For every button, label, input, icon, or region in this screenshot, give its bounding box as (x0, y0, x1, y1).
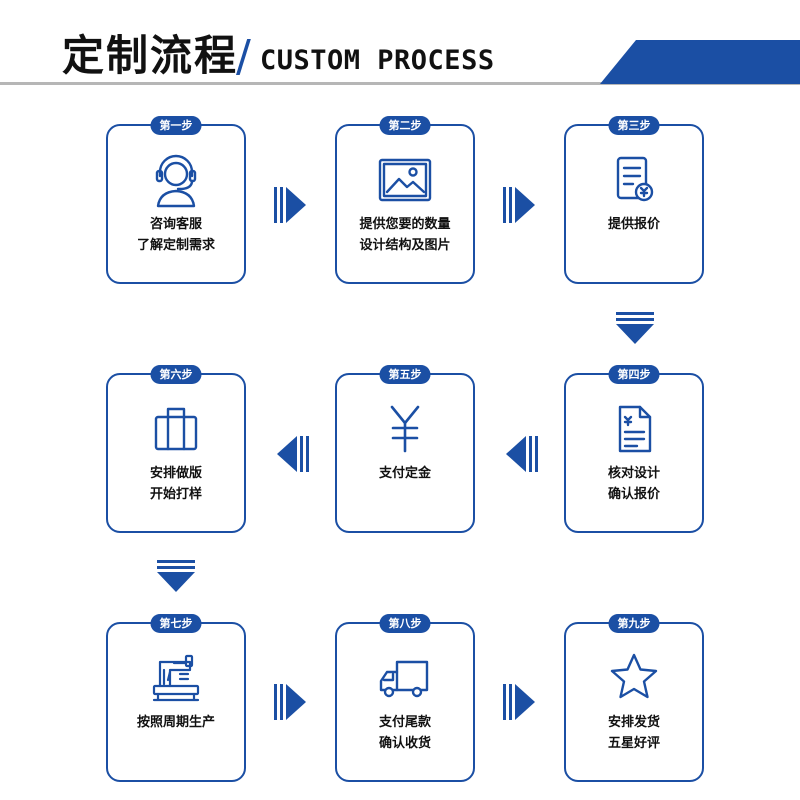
header-divider (0, 82, 800, 85)
step-text-line-2: 确认报价 (607, 487, 660, 502)
quote-document-icon (604, 152, 664, 208)
step-text-line-1: 安排做版 (149, 466, 202, 481)
step-badge: 第五步 (379, 365, 431, 384)
sewing-machine-icon (146, 650, 206, 706)
step-text-line-1: 安排发货 (607, 715, 660, 730)
arrow-down-icon (614, 312, 656, 346)
step-card-7: 第七步 按照周期生产 (106, 614, 246, 782)
step-description: 提供报价 (566, 214, 702, 235)
step-text-line-2: 了解定制需求 (136, 238, 215, 253)
step-badge: 第一步 (150, 116, 202, 135)
invoice-icon (604, 401, 664, 457)
customer-service-icon (146, 152, 206, 208)
arrow-right-icon (274, 682, 308, 722)
step-card-2: 第二步 提供您要的数量 设计结构及图片 (335, 116, 475, 284)
header-accent-shape (600, 40, 800, 84)
step-card-6: 第六步 安排做版 开始打样 (106, 365, 246, 533)
step-text-line-1: 咨询客服 (149, 217, 202, 232)
step-text-line-1: 支付尾款 (378, 715, 431, 730)
step-description: 咨询客服 了解定制需求 (108, 214, 244, 256)
page-title: 定制流程 (62, 31, 239, 80)
step-description: 按照周期生产 (108, 712, 244, 733)
step-text-line-1: 按照周期生产 (136, 715, 215, 730)
step-badge: 第九步 (608, 614, 660, 633)
arrow-right-icon (503, 185, 537, 225)
step-card-3: 第三步 提供报价 (564, 116, 704, 284)
bag-icon (146, 401, 206, 457)
step-text-line-2: 设计结构及图片 (359, 238, 451, 253)
arrow-right-icon (274, 185, 308, 225)
step-text-line-2: 开始打样 (149, 487, 202, 502)
step-card-1: 第一步 咨询客服 了解定制需求 (106, 116, 246, 284)
arrow-left-icon (275, 434, 309, 474)
step-description: 提供您要的数量 设计结构及图片 (337, 214, 473, 256)
step-badge: 第四步 (608, 365, 660, 384)
step-text-line-1: 提供报价 (607, 217, 660, 232)
step-description: 安排做版 开始打样 (108, 463, 244, 505)
yuan-icon (375, 401, 435, 457)
step-text-line-2: 确认收货 (378, 736, 431, 751)
title-separator: / (236, 31, 251, 82)
delivery-truck-icon (375, 650, 435, 706)
arrow-down-icon (155, 560, 197, 594)
step-text-line-1: 提供您要的数量 (359, 217, 451, 232)
step-card-4: 第四步 核对设计 确认报价 (564, 365, 704, 533)
step-description: 支付尾款 确认收货 (337, 712, 473, 754)
step-description: 支付定金 (337, 463, 473, 484)
page-subtitle: CUSTOM PROCESS (260, 45, 495, 76)
step-text-line-2: 五星好评 (607, 736, 660, 751)
step-description: 安排发货 五星好评 (566, 712, 702, 754)
step-card-9: 第九步 安排发货 五星好评 (564, 614, 704, 782)
arrow-left-icon (504, 434, 538, 474)
step-badge: 第八步 (379, 614, 431, 633)
step-card-8: 第八步 支付尾款 确认收货 (335, 614, 475, 782)
step-badge: 第三步 (608, 116, 660, 135)
step-card-5: 第五步 支付定金 (335, 365, 475, 533)
step-badge: 第七步 (150, 614, 202, 633)
step-badge: 第六步 (150, 365, 202, 384)
step-text-line-1: 支付定金 (378, 466, 431, 481)
star-icon (604, 650, 664, 706)
step-text-line-1: 核对设计 (607, 466, 660, 481)
step-description: 核对设计 确认报价 (566, 463, 702, 505)
step-badge: 第二步 (379, 116, 431, 135)
image-icon (375, 152, 435, 208)
arrow-right-icon (503, 682, 537, 722)
page-header: 定制流程 / CUSTOM PROCESS (0, 0, 800, 100)
